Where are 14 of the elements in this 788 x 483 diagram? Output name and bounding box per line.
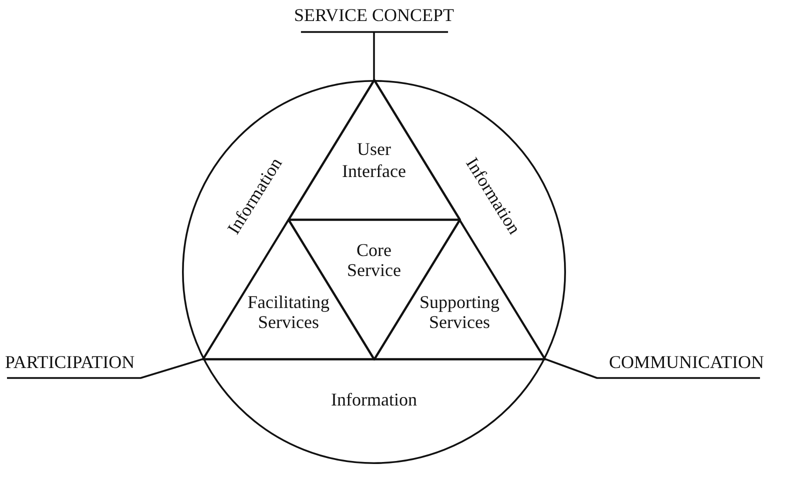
concept-label: PARTICIPATION [5,352,135,372]
segment-label: Information [331,389,417,410]
concept-label: COMMUNICATION [609,352,764,372]
leader-line [300,31,449,81]
corner-triangle [288,80,460,220]
outer-circle [182,80,566,464]
leader-line [544,358,760,379]
leader-line [7,358,204,379]
region-label: Supporting Services [420,292,500,332]
outer-triangle [203,80,545,359]
region-label: Facilitating Services [248,292,330,332]
region-label: Core Service [347,240,401,280]
region-label: User Interface [342,138,406,182]
concept-label: SERVICE CONCEPT [294,5,454,25]
